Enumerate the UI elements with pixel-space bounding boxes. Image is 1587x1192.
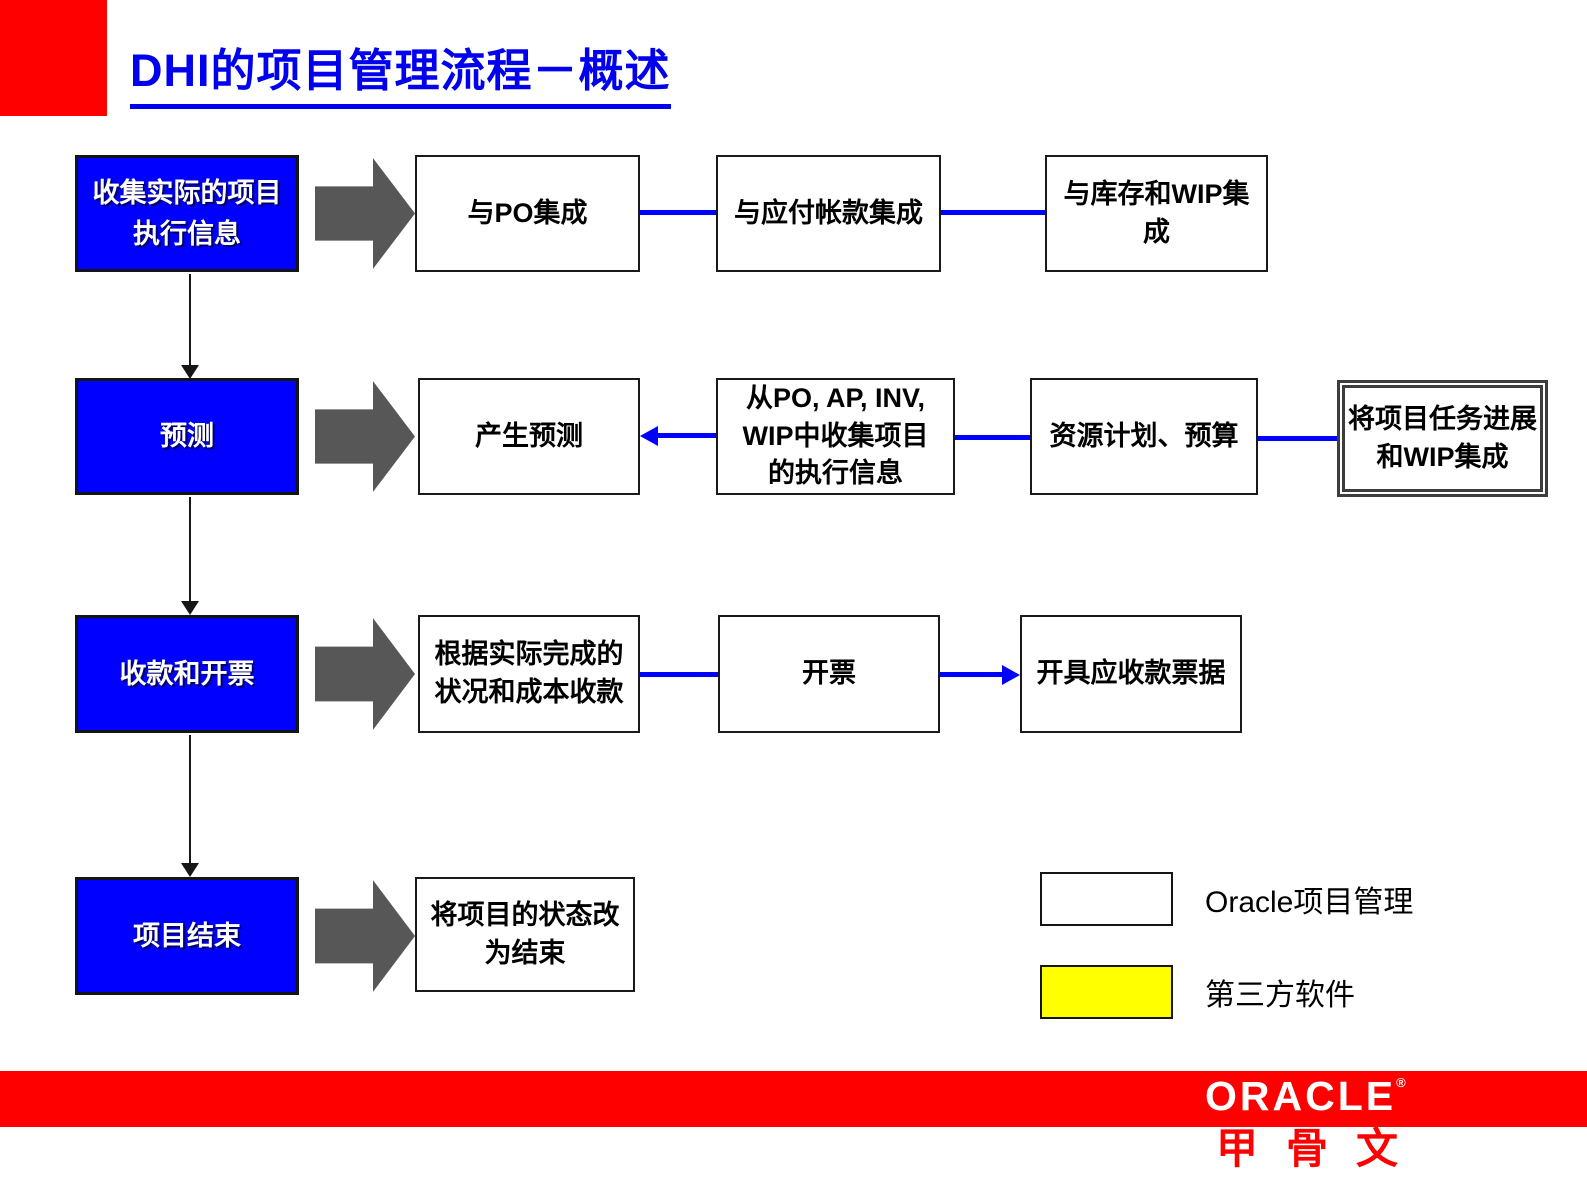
- oracle-logo-registered-mark: ®: [1396, 1075, 1409, 1090]
- connector-line: [640, 210, 716, 215]
- flow-down-arrow-head: [181, 863, 199, 877]
- red-corner-block: [0, 0, 107, 116]
- block-arrow-icon: [315, 618, 415, 730]
- step-ar-invoice: 开具应收款票据: [1020, 615, 1242, 733]
- connector-arrow-right: [1002, 665, 1020, 685]
- connector-arrow-left: [640, 426, 658, 446]
- oracle-logo: ORACLE®: [1205, 1076, 1409, 1117]
- connector-line: [640, 672, 718, 677]
- flow-down-arrow-line: [189, 274, 191, 366]
- step-resource-plan-budget: 资源计划、预算: [1030, 378, 1258, 495]
- flow-down-arrow-head: [181, 601, 199, 615]
- oracle-chinese-logo: 甲骨文: [1216, 1125, 1427, 1172]
- connector-line: [955, 435, 1030, 440]
- connector-line: [656, 433, 716, 438]
- stage-box-collect-actuals: 收集实际的项目 执行信息: [75, 155, 299, 272]
- step-generate-forecast: 产生预测: [418, 378, 640, 495]
- page-title: DHI的项目管理流程－概述: [130, 34, 671, 109]
- block-arrow-icon: [315, 880, 415, 992]
- block-arrow-icon: [315, 158, 415, 269]
- flow-down-arrow-head: [181, 365, 199, 379]
- stage-box-forecast: 预测: [75, 378, 299, 495]
- flow-down-arrow-line: [189, 735, 191, 864]
- step-ap-integration: 与应付帐款集成: [716, 155, 941, 272]
- step-inv-wip-integration: 与库存和WIP集 成: [1045, 155, 1268, 272]
- step-accrue-by-actuals: 根据实际完成的 状况和成本收款: [418, 615, 640, 733]
- step-collect-exec-info: 从PO, AP, INV, WIP中收集项目 的执行信息: [716, 378, 955, 495]
- oracle-logo-text: ORACLE: [1205, 1073, 1397, 1119]
- stage-box-project-close: 项目结束: [75, 877, 299, 995]
- legend-swatch-oracle: [1040, 872, 1173, 926]
- block-arrow-icon: [315, 381, 415, 492]
- connector-line: [1258, 436, 1337, 441]
- stage-box-collection-billing: 收款和开票: [75, 615, 299, 733]
- legend-label-oracle: Oracle项目管理: [1205, 886, 1414, 919]
- connector-line: [940, 672, 1003, 677]
- legend-swatch-third-party: [1040, 965, 1173, 1019]
- connector-line: [941, 210, 1045, 215]
- step-billing: 开票: [718, 615, 940, 733]
- step-task-progress-wip: 将项目任务进展 和WIP集成: [1337, 380, 1548, 497]
- flow-down-arrow-line: [189, 497, 191, 602]
- step-po-integration: 与PO集成: [415, 155, 640, 272]
- legend-label-third-party: 第三方软件: [1205, 979, 1355, 1012]
- step-set-status-closed: 将项目的状态改 为结束: [415, 877, 635, 992]
- footer-red-bar: [0, 1071, 1587, 1127]
